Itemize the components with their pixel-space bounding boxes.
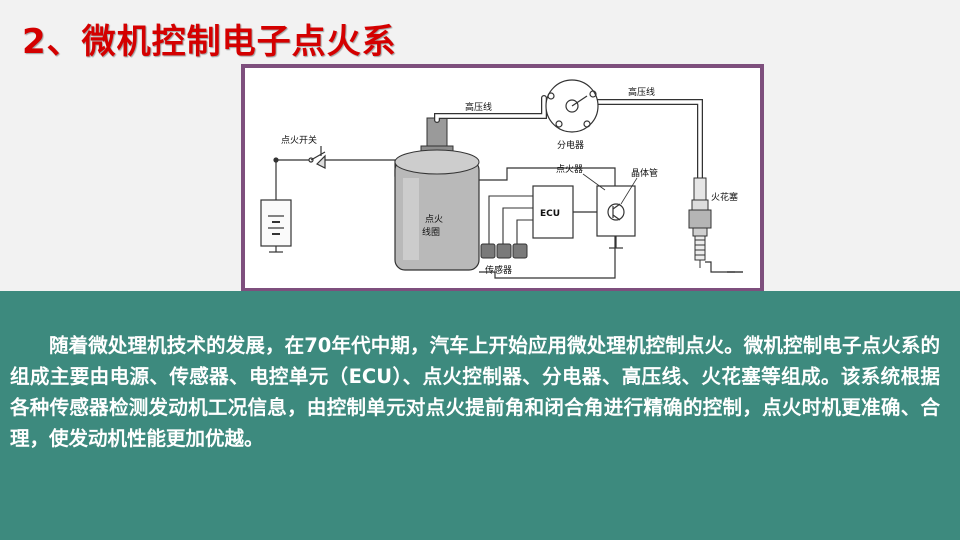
battery (260, 199, 292, 253)
coil-label-1: 点火 (425, 214, 443, 225)
high-voltage-wire-right (592, 99, 703, 181)
primary-wire (273, 157, 410, 200)
ignition-switch (308, 146, 326, 169)
igniter-label: 点火器 (556, 164, 583, 175)
ecu-label: ECU (540, 209, 560, 219)
distributor-label: 分电器 (557, 139, 584, 151)
ignition-switch-label: 点火开关 (281, 134, 317, 146)
distributor (545, 79, 599, 133)
description-panel: 随着微处理机技术的发展，在70年代中期，汽车上开始应用微处理机控制点火。微机控制… (0, 291, 960, 540)
igniter-leader (582, 173, 606, 191)
ecu-box (532, 185, 574, 239)
transistor-label: 晶体管 (631, 167, 658, 179)
slide-title: 2、微机控制电子点火系 (22, 22, 397, 62)
hv-wire-right-label: 高压线 (628, 86, 655, 98)
transistor-leader (620, 177, 638, 205)
sensors (480, 195, 533, 259)
description-text: 随着微处理机技术的发展，在70年代中期，汽车上开始应用微处理机控制点火。微机控制… (10, 334, 940, 450)
igniter (596, 185, 636, 249)
diagram-frame: 点火开关 点火 线圈 高压线 高压线 (241, 64, 764, 292)
control-wires (479, 167, 616, 279)
high-voltage-wire-left (434, 95, 547, 123)
hv-wire-left-label: 高压线 (465, 101, 492, 113)
ignition-system-diagram: 点火开关 点火 线圈 高压线 高压线 (245, 68, 760, 288)
sensors-label: 传感器 (485, 264, 512, 276)
coil-label-2: 线圈 (422, 226, 440, 238)
spark-plug-label: 火花塞 (711, 191, 738, 203)
ignition-coil: 点火 线圈 (394, 117, 480, 271)
spark-plug (688, 177, 743, 273)
